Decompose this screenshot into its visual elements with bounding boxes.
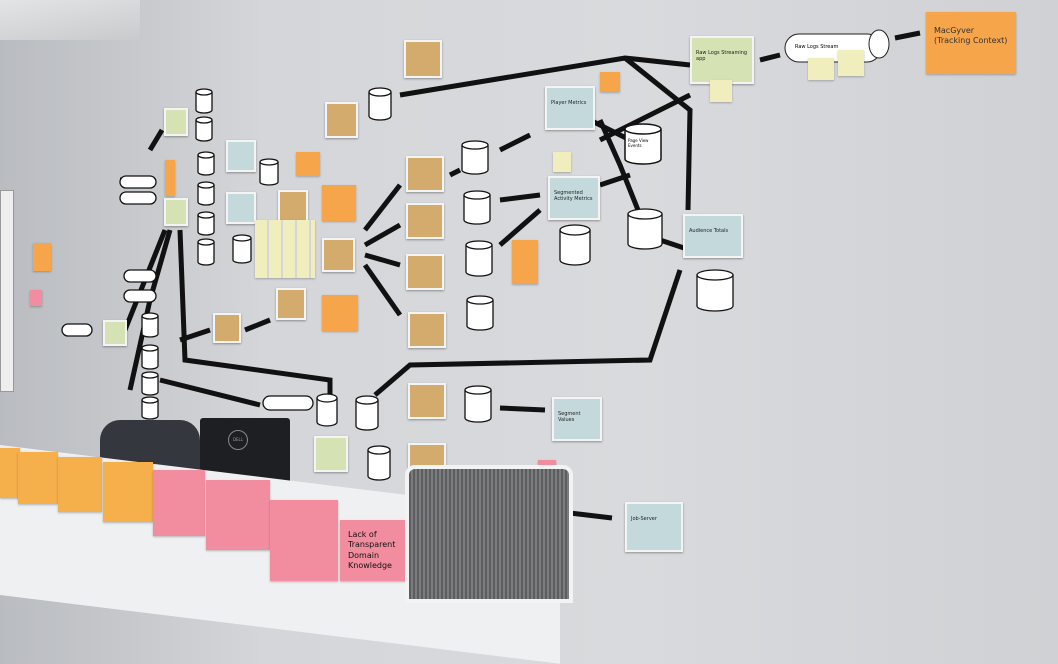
note-sticky [153,470,205,536]
note-sticky [270,500,338,581]
note-sticky [33,243,51,271]
ceiling [0,0,140,40]
wall-frame [0,190,14,392]
note-sticky [322,295,358,331]
service-card [276,288,306,320]
note-sticky [710,80,732,102]
macgyver-sticky: MacGyver (Tracking Context) [926,12,1016,74]
player-metrics-card: Player Metrics [545,86,595,130]
service-card [213,313,241,343]
database-icons [61,87,734,481]
note-sticky-cluster [255,220,315,278]
job-server-card: Job-Server [625,502,683,552]
raw-logs-app-card: Raw Logs Streaming app [690,36,754,84]
note-sticky [553,152,571,172]
note-sticky [30,290,42,306]
service-card [278,190,308,222]
service-card [314,436,348,472]
service-card [322,238,355,272]
monitor-logo: DELL [228,430,248,450]
note-sticky [18,452,58,504]
audience-totals-card: Audience Totals [683,214,743,258]
service-card [164,198,188,226]
service-card [325,102,358,138]
note-sticky [165,160,175,196]
office-chair [405,465,573,603]
note-sticky [0,448,20,498]
service-card [226,192,256,224]
note-sticky [103,462,153,522]
service-card [406,203,444,239]
service-card [408,312,446,348]
service-card [404,40,442,78]
diagram-connectors [120,30,921,521]
note-sticky [322,185,356,221]
page-view-events-db [624,123,662,165]
service-card [408,383,446,419]
service-card [406,156,444,192]
note-sticky [206,480,270,550]
note-sticky [296,152,320,176]
page-view-events-label: Page View Events [628,138,649,148]
note-sticky [808,58,834,80]
segment-values-card: Segment Values [552,397,602,441]
service-card [164,108,188,136]
segmented-activity-card: Segmented Activity Metrics [548,176,600,220]
note-sticky [600,72,620,92]
raw-logs-stream-label: Raw Logs Stream [795,44,839,50]
note-sticky [512,240,538,284]
service-card [406,254,444,290]
note-sticky [838,50,864,76]
note-sticky [58,457,102,512]
service-card [226,140,256,172]
service-card [103,320,127,346]
